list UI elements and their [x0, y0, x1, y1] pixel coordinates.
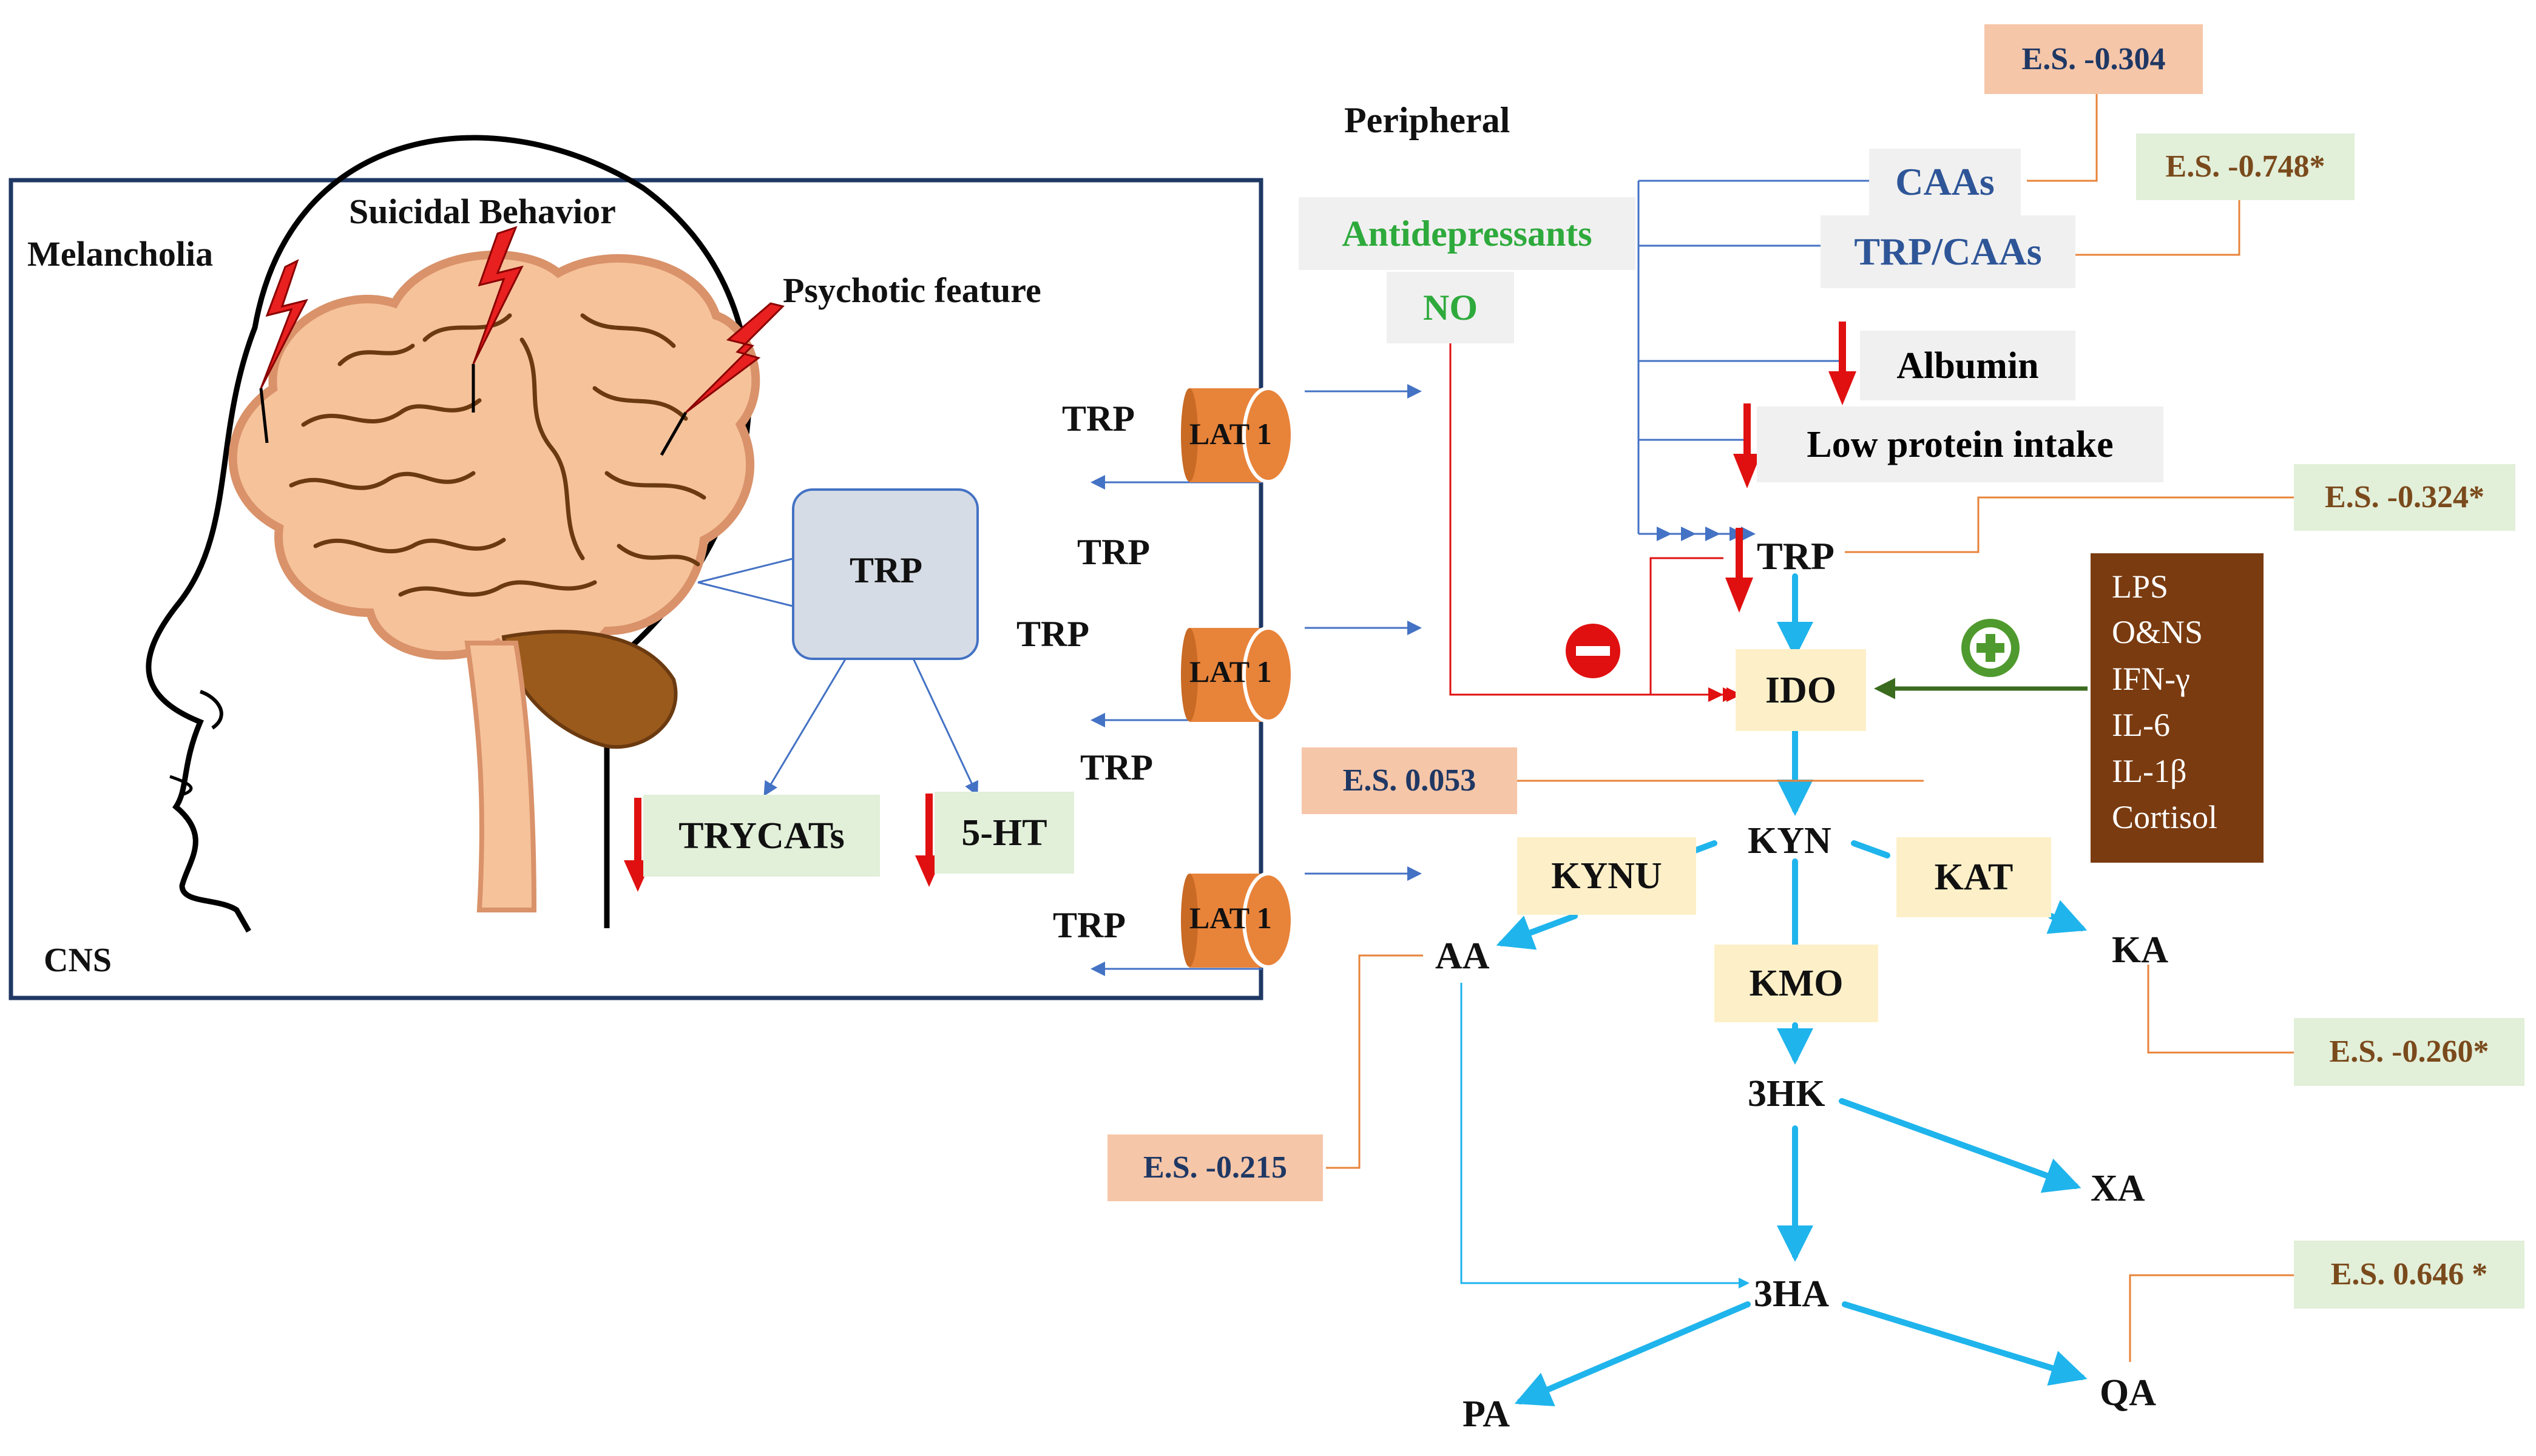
serotonin-label: 5-HT: [961, 812, 1047, 854]
caas-box: CAAs: [1869, 149, 2021, 215]
minus-circle-icon: [1566, 624, 1620, 678]
caas-label: CAAs: [1895, 160, 1995, 203]
es-kyn-label: E.S. 0.053: [1342, 763, 1476, 798]
antidepressants-box: Antidepressants: [1299, 197, 1635, 270]
melancholia-label: Melancholia: [27, 234, 214, 274]
trp-transport-label: TRP: [1016, 614, 1089, 654]
kynu-box: KYNU: [1517, 837, 1696, 915]
kynu-label: KYNU: [1551, 855, 1662, 897]
ka-label: KA: [2112, 929, 2168, 971]
inflammation-item: IFN-γ: [2112, 661, 2190, 697]
kyn-label: KYN: [1748, 820, 1831, 861]
trp-caas-box: TRP/CAAs: [1821, 215, 2075, 288]
ido-label: IDO: [1765, 669, 1837, 711]
trycats-box: TRYCATs: [643, 795, 880, 877]
3hk-label: 3HK: [1748, 1073, 1825, 1114]
serotonin-box: 5-HT: [935, 792, 1074, 874]
inflammation-item: LPS: [2112, 568, 2169, 605]
trycats-label: TRYCATs: [678, 815, 845, 857]
lat1-label: LAT 1: [1189, 901, 1272, 935]
cns-frame: [8, 178, 1263, 1000]
trp-transport-label: TRP: [1062, 399, 1135, 439]
peripheral-trp-label: TRP: [1757, 534, 1834, 578]
lat1-label: LAT 1: [1189, 417, 1272, 451]
inflammation-item: O&NS: [2112, 614, 2203, 650]
kmo-label: KMO: [1749, 963, 1844, 1004]
trp-transport-label: TRP: [1053, 905, 1126, 945]
lat1-label: LAT 1: [1189, 655, 1272, 689]
es-trp-label: E.S. -0.324*: [2325, 480, 2484, 514]
kat-label: KAT: [1934, 857, 2014, 898]
inflammation-item: Cortisol: [2112, 799, 2218, 835]
3ha-label: 3HA: [1754, 1273, 1829, 1315]
es-aa-badge: E.S. -0.215: [1107, 1134, 1323, 1201]
kat-box: KAT: [1896, 837, 2051, 917]
lightning-bolt-icon: [260, 226, 785, 414]
qa-label: QA: [2100, 1372, 2156, 1414]
trp-transport-label: TRP: [1077, 532, 1150, 572]
es-qa-badge: E.S. 0.646 *: [2294, 1241, 2524, 1309]
es-caas-badge: E.S. -0.304: [1984, 24, 2203, 94]
head-outline: [146, 135, 752, 933]
ido-box: IDO: [1736, 649, 1866, 731]
peripheral-title: Peripheral: [1344, 100, 1510, 140]
trp-transport-label: TRP: [1080, 747, 1153, 787]
inflammation-item: IL-1β: [2112, 753, 2187, 789]
es-qa-label: E.S. 0.646 *: [2330, 1257, 2488, 1292]
lat1-cylinders: [1181, 386, 1294, 969]
inflammation-item: IL-6: [2112, 707, 2170, 743]
no-label: NO: [1423, 288, 1478, 328]
albumin-label: Albumin: [1896, 345, 2039, 386]
albumin-box: Albumin: [1860, 331, 2075, 400]
plus-circle-icon: [1961, 619, 2020, 677]
suicidal-behavior-label: Suicidal Behavior: [349, 192, 616, 231]
trp-caas-label: TRP/CAAs: [1854, 230, 2042, 273]
inflammation-box: [2091, 553, 2264, 863]
no-box: NO: [1387, 272, 1514, 343]
cns-label: CNS: [44, 942, 112, 979]
pa-label: PA: [1462, 1394, 1510, 1435]
es-trp-caas-label: E.S. -0.748*: [2165, 149, 2325, 184]
es-kyn-badge: E.S. 0.053: [1302, 747, 1517, 814]
xa-label: XA: [2091, 1168, 2145, 1209]
es-ka-badge: E.S. -0.260*: [2294, 1018, 2524, 1086]
cns-trp-label: TRP: [850, 550, 922, 590]
kmo-box: KMO: [1714, 945, 1878, 1022]
low-protein-box: Low protein intake: [1757, 406, 2163, 482]
aa-label: AA: [1435, 935, 1490, 977]
brain-icon: [228, 251, 760, 912]
es-trp-caas-badge: E.S. -0.748*: [2136, 133, 2355, 200]
es-trp-badge: E.S. -0.324*: [2294, 464, 2515, 531]
antidepressants-label: Antidepressants: [1342, 214, 1592, 254]
cns-trp-box: [792, 488, 979, 660]
es-aa-label: E.S. -0.215: [1143, 1150, 1287, 1185]
es-caas-label: E.S. -0.304: [2021, 41, 2166, 76]
es-ka-label: E.S. -0.260*: [2329, 1034, 2489, 1069]
low-protein-label: Low protein intake: [1807, 423, 2114, 465]
psychotic-feature-label: Psychotic feature: [783, 271, 1041, 310]
